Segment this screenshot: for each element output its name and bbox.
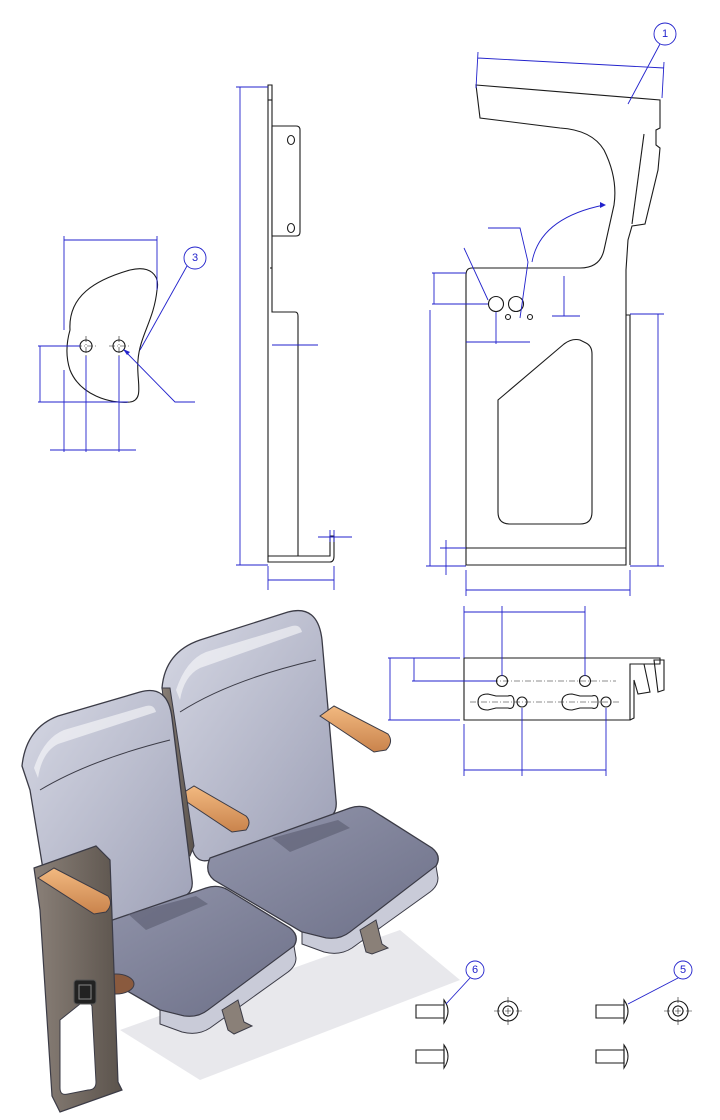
seat-assembly-render xyxy=(21,610,460,1113)
fastener-6-views xyxy=(415,997,522,1070)
armrest-plate-view xyxy=(38,236,195,452)
bottom-bracket-view xyxy=(388,606,665,776)
callout-6-label: 6 xyxy=(472,964,478,976)
callout-6: 6 xyxy=(445,960,485,1005)
side-frame-view xyxy=(426,51,665,596)
middle-armrest xyxy=(177,785,250,833)
callout-1-label: 1 xyxy=(662,28,668,40)
callout-3: 3 xyxy=(139,246,207,351)
callout-5: 5 xyxy=(627,960,693,1005)
bottom-bracket-outline xyxy=(463,657,661,721)
callout-5-label: 5 xyxy=(680,964,686,976)
callout-3-label: 3 xyxy=(192,252,198,264)
callout-1: 1 xyxy=(627,22,677,105)
side-frame-outline xyxy=(465,84,661,566)
fastener-5-views xyxy=(595,997,692,1070)
side-bracket-view xyxy=(236,84,352,590)
left-armrest xyxy=(37,867,112,915)
side-bracket-outline xyxy=(267,84,299,557)
armrest-plate-outline xyxy=(66,268,159,403)
right-armrest xyxy=(319,705,392,753)
